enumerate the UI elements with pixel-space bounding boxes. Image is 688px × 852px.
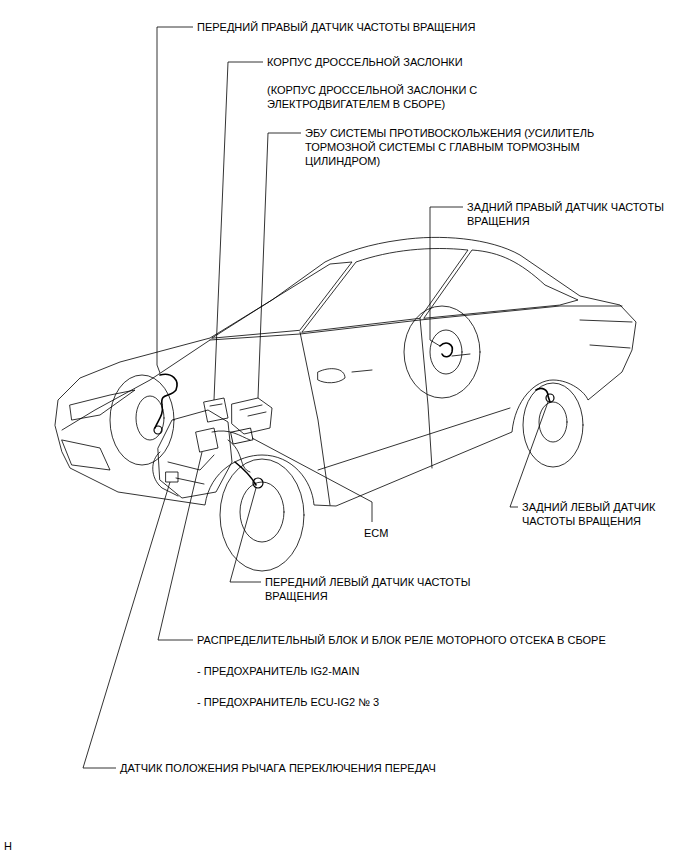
rear-window — [424, 250, 578, 318]
leader-line — [158, 452, 202, 640]
rear-right-sensor — [440, 343, 452, 357]
rear-right-disc — [430, 330, 462, 374]
part-label: РАСПРЕДЕЛИТЕЛЬНЫЙ БЛОК И БЛОК РЕЛЕ МОТОР… — [197, 633, 667, 647]
front-left-wheel — [220, 459, 304, 571]
part-label: ПЕРЕДНИЙ ЛЕВЫЙ ДАТЧИК ЧАСТОТЫ ВРАЩЕНИЯ — [265, 575, 493, 603]
tail-line — [580, 320, 632, 348]
leader-line — [214, 62, 263, 400]
leader-line — [230, 488, 261, 582]
part-label: КОРПУС ДРОССЕЛЬНОЙ ЗАСЛОНКИ — [267, 55, 567, 69]
rear-left-sensor-head — [546, 394, 554, 402]
front-right-wheel — [110, 375, 174, 465]
part-label: - ПРЕДОХРАНИТЕЛЬ IG2-MAIN — [197, 664, 517, 678]
door-handle — [352, 354, 470, 372]
part-label: ЭБУ СИСТЕМЫ ПРОТИВОСКОЛЬЖЕНИЯ (УСИЛИТЕЛЬ… — [305, 126, 620, 168]
rear-left-wheel — [523, 383, 583, 467]
front-left-sensor-head — [253, 478, 263, 488]
part-label: - ПРЕДОХРАНИТЕЛЬ ECU-IG2 № 3 — [197, 695, 517, 709]
leader-line — [258, 133, 301, 398]
rear-left-hub — [539, 402, 567, 442]
transmission — [153, 452, 214, 496]
front-right-sensor — [155, 374, 177, 428]
car-body — [55, 237, 636, 506]
door-line — [300, 332, 330, 505]
grille — [62, 440, 110, 470]
part-label: ПЕРЕДНИЙ ПРАВЫЙ ДАТЧИК ЧАСТОТЫ ВРАЩЕНИЯ — [197, 20, 617, 34]
part-label: ЗАДНИЙ ЛЕВЫЙ ДАТЧИК ЧАСТОТЫ ВРАЩЕНИЯ — [522, 500, 674, 528]
part-label: ДАТЧИК ПОЛОЖЕНИЯ РЫЧАГА ПЕРЕКЛЮЧЕНИЯ ПЕР… — [120, 761, 580, 775]
beltline — [210, 306, 622, 340]
part-label: (КОРПУС ДРОССЕЛЬНОЙ ЗАСЛОНКИ С ЭЛЕКТРОДВ… — [267, 83, 479, 111]
throttle-body — [204, 398, 228, 422]
leader-line — [157, 27, 193, 373]
headlight — [70, 390, 135, 420]
leader-line — [430, 207, 463, 346]
abs-ecu — [232, 398, 272, 434]
figure-code: H — [4, 839, 34, 852]
front-right-sensor-head — [154, 426, 162, 434]
wiring — [212, 431, 250, 472]
part-label: ECM — [364, 526, 424, 540]
part-label: ЗАДНИЙ ПРАВЫЙ ДАТЧИК ЧАСТОТЫ ВРАЩЕНИЯ — [467, 200, 679, 228]
leader-line — [252, 438, 372, 522]
rear-right-wheel — [404, 306, 480, 398]
sill — [318, 408, 510, 470]
shift-sensor — [166, 472, 178, 482]
leader-line — [83, 482, 170, 768]
windshield — [212, 262, 352, 338]
front-left-hub — [240, 482, 284, 542]
mirror — [318, 369, 345, 383]
leader-line — [510, 402, 548, 507]
